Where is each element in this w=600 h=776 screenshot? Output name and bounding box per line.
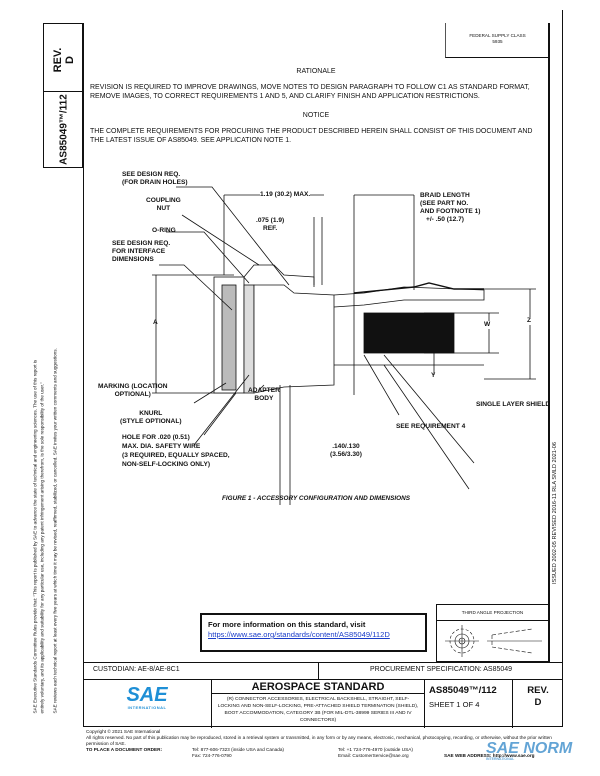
rev-label: REV. — [52, 47, 64, 73]
label-drain-holes: SEE DESIGN REQ.(FOR DRAIN HOLES) — [122, 171, 188, 186]
label-dim-a: A — [153, 319, 158, 326]
sae-logo: SAE INTERNATIONAL — [126, 684, 168, 710]
rev-label: REV. — [527, 685, 549, 696]
part-number: AS85049™/112 — [429, 685, 497, 696]
label-dim-y: Y — [431, 372, 436, 379]
label-braid-length: BRAID LENGTH(SEE PART NO.AND FOOTNOTE 1)… — [420, 192, 481, 223]
rationale-text: REVISION IS REQUIRED TO IMPROVE DRAWINGS… — [90, 84, 530, 100]
custodian: CUSTODIAN: AE-8/AE-8C1 — [93, 666, 180, 673]
notice-text: THE COMPLETE REQUIREMENTS FOR PROCURING … — [90, 128, 533, 144]
third-angle-projection-icon — [445, 625, 542, 657]
aerospace-standard-heading: AEROSPACE STANDARD — [212, 680, 424, 694]
label-ref: .075 (1.9)REF. — [256, 217, 285, 232]
issue-dates: ISSUED 2002-05 REVISED 2016-11 RLA SMLD … — [552, 442, 558, 584]
legal-notice-left: SAE Executive Standards Committee Rules … — [32, 348, 58, 714]
info-text: For more information on this standard, v… — [208, 620, 366, 629]
label-gap-dim: .140/.130(3.56/3.30) — [330, 443, 362, 458]
document-title: (R) CONNECTOR ACCESSORIES, ELECTRICAL BA… — [217, 697, 419, 723]
label-dim-z: Z — [527, 317, 532, 325]
figure-caption: FIGURE 1 - ACCESSORY CONFIGURATION AND D… — [221, 495, 411, 502]
sheet-number: SHEET 1 OF 4 — [429, 700, 480, 709]
rev-value: D — [534, 697, 542, 708]
label-o-ring: O-RING — [152, 227, 176, 234]
rationale-heading: RATIONALE — [296, 68, 336, 75]
side-part-number: AS85049™/112 — [58, 94, 70, 165]
label-dim-w: W — [484, 321, 491, 329]
label-requirement-4: SEE REQUIREMENT 4 — [396, 423, 466, 430]
connector-drawing — [152, 186, 536, 505]
label-safety-wire-hole: HOLE FOR .020 (0.51)MAX. DIA. SAFETY WIR… — [122, 434, 230, 468]
sae-norm-watermark: SAE NORM INTERNATIONAL — [486, 740, 573, 762]
notice-heading: NOTICE — [302, 112, 330, 119]
label-knurl: KNURL(STYLE OPTIONAL) — [120, 410, 182, 425]
rev-side-box: REV. D — [43, 23, 83, 92]
projection-box: THIRD ANGLE PROJECTION — [436, 604, 549, 662]
label-max-length: 1.19 (30.2) MAX. — [260, 191, 311, 199]
part-number-side-box: AS85049™/112 — [43, 91, 83, 168]
projection-label: THIRD ANGLE PROJECTION — [437, 605, 548, 621]
procurement-spec: PROCUREMENT SPECIFICATION: AS85049 — [369, 666, 513, 673]
standard-link[interactable]: https://www.sae.org/standards/content/AS… — [208, 630, 390, 639]
footer: Copyright © 2021 SAE International All r… — [86, 729, 552, 758]
fsc-box: FEDERAL SUPPLY CLASS 5935 — [445, 23, 549, 58]
info-box: For more information on this standard, v… — [200, 613, 427, 652]
figure-1: SEE DESIGN REQ.(FOR DRAIN HOLES) COUPLIN… — [84, 165, 551, 515]
label-single-layer-shield: SINGLE LAYER SHIELD — [476, 401, 551, 408]
rev-value: D — [64, 56, 76, 64]
